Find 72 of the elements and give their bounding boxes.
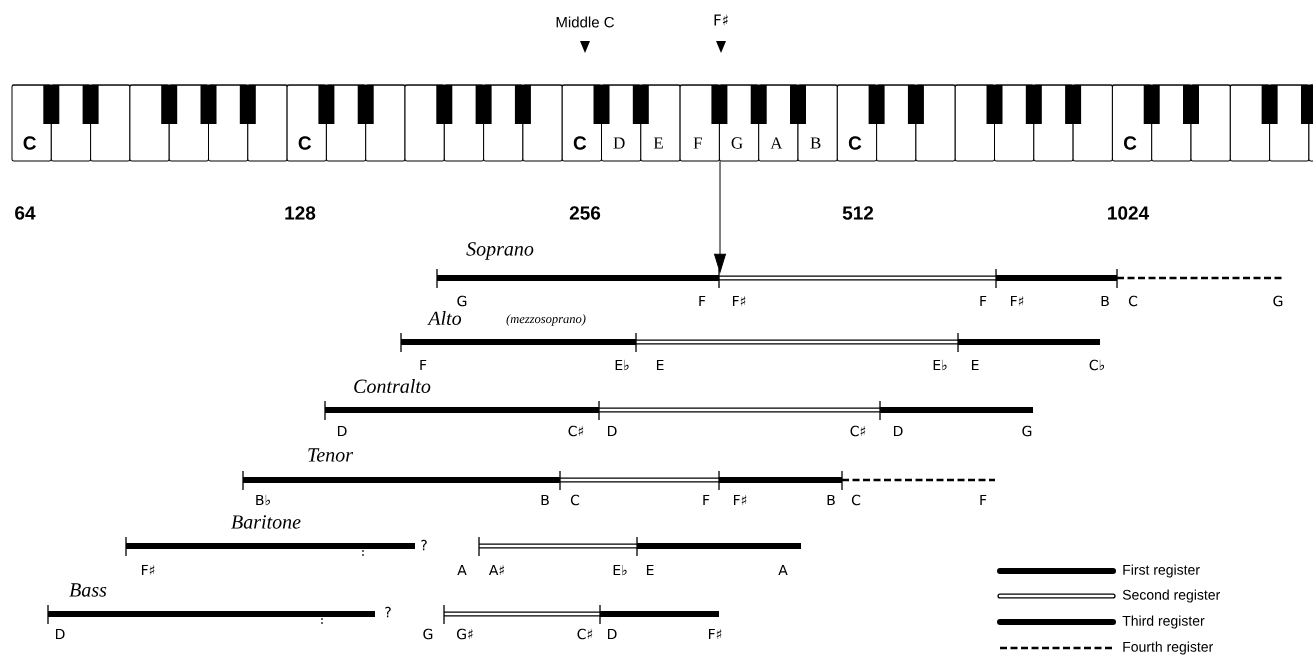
frequency-label: 256	[569, 206, 601, 220]
voice-name: Baritone	[231, 515, 301, 529]
frequency-label: 512	[842, 206, 874, 220]
key-letter: B	[810, 137, 821, 149]
voice-name: Alto	[427, 310, 462, 326]
note-label: G♯	[457, 628, 473, 640]
key-letter: E	[653, 137, 663, 149]
key-letter: C	[848, 136, 862, 150]
note-label: F♯	[733, 295, 746, 307]
note-label: C♭	[1089, 359, 1105, 371]
note-label: F♯	[141, 564, 155, 576]
voice-name: Soprano	[466, 242, 534, 260]
key-letter: C	[23, 136, 36, 150]
frequency-label: 64	[15, 206, 36, 220]
note-label: D	[608, 425, 617, 437]
key-letter: D	[613, 137, 625, 149]
legend-label: First register	[1123, 564, 1200, 578]
key-label: Middle C	[556, 16, 614, 28]
note-label: A	[778, 564, 788, 576]
note-label: A♯	[488, 564, 504, 576]
note-label: F♯	[1011, 295, 1024, 307]
note-label: E♭	[615, 359, 629, 371]
key-letter: C	[573, 136, 587, 150]
note-label: C♯	[568, 425, 584, 437]
note-label: B	[827, 494, 835, 506]
note-label: B♭	[256, 494, 270, 506]
note-label: E	[656, 359, 664, 371]
voice-name: Bass	[69, 583, 107, 597]
note-label: C	[570, 494, 580, 506]
note-label: F	[420, 359, 427, 371]
note-label: A	[457, 564, 467, 576]
frequency-label: 1024	[1108, 206, 1150, 220]
note-label: F	[980, 295, 987, 307]
question-mark: ?	[385, 606, 391, 618]
note-label: D	[338, 425, 347, 437]
key-letter: C	[298, 136, 312, 150]
note-label: D	[894, 425, 903, 437]
note-label: F♯	[734, 494, 747, 506]
key-letter: G	[731, 137, 743, 149]
key-letter: A	[770, 137, 783, 149]
voice-name: (mezzosoprano)	[506, 314, 586, 326]
note-label: E	[646, 564, 654, 576]
note-label: C♯	[850, 425, 866, 437]
note-label: D	[56, 628, 65, 640]
note-label: F	[699, 295, 706, 307]
note-label: F	[703, 494, 710, 506]
arrow	[714, 160, 726, 273]
note-label: C	[851, 494, 861, 506]
note-label: F	[980, 494, 987, 506]
note-label: B	[1101, 295, 1109, 307]
note-label: C♯	[577, 628, 593, 640]
question-mark: ?	[421, 539, 427, 551]
note-label: G	[1022, 425, 1032, 437]
key-label: F♯	[714, 14, 728, 26]
frequency-label: 128	[285, 206, 316, 220]
note-label: E♭	[613, 564, 627, 576]
voice-name: Tenor	[308, 448, 354, 462]
note-label: G	[1273, 295, 1283, 307]
voice-name: Contralto	[354, 378, 431, 394]
note-label: C	[1128, 295, 1138, 307]
note-label: G	[457, 295, 467, 307]
legend-label: Fourth register	[1123, 641, 1213, 655]
note-label: E	[971, 359, 979, 371]
note-label: F♯	[709, 628, 722, 640]
legend-label: Third register	[1122, 615, 1205, 629]
legend-label: Second register	[1122, 589, 1220, 603]
note-label: E♭	[933, 359, 947, 371]
note-label: B	[541, 494, 549, 506]
key-letter: F	[693, 137, 702, 149]
note-label: G	[423, 628, 433, 640]
note-label: D	[608, 628, 617, 640]
key-letter: C	[1124, 136, 1137, 150]
